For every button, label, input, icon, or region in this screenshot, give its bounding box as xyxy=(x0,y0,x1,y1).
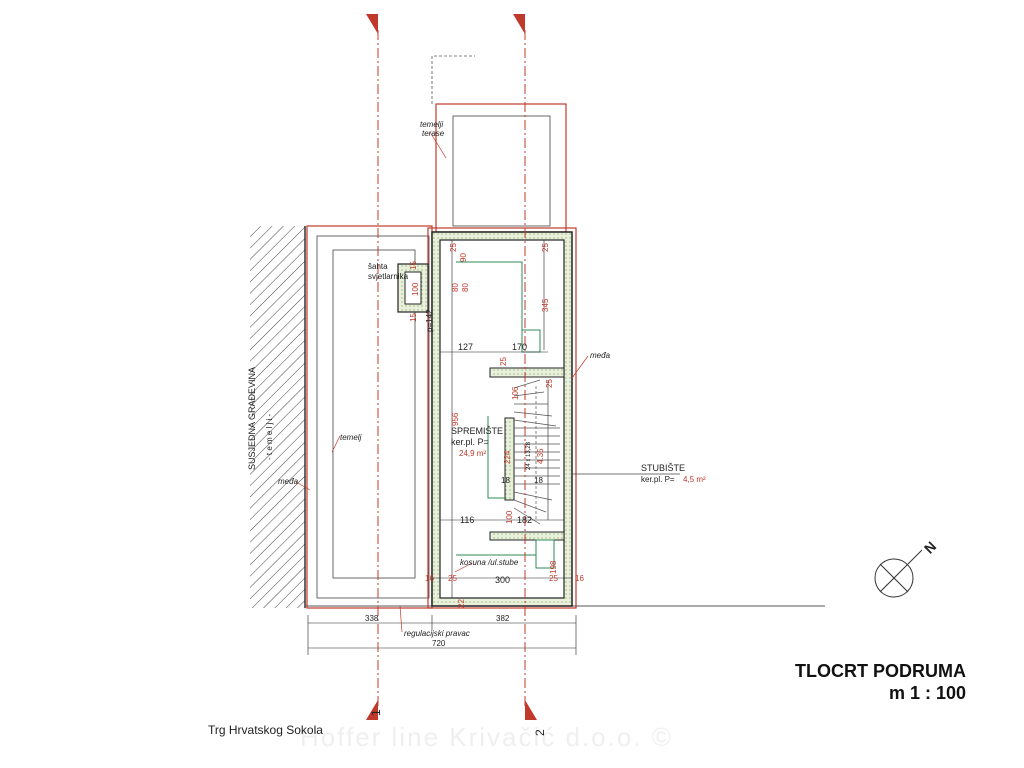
section-arrow-1-top xyxy=(366,14,378,34)
dim-956: 956 xyxy=(451,412,460,426)
dim-127: 127 xyxy=(458,342,473,352)
dim-25a: 25 xyxy=(449,243,458,252)
terrace-outline xyxy=(435,103,567,233)
dim-435: 4.35 xyxy=(536,448,545,464)
dim-80a: 80 xyxy=(451,283,460,292)
drawing-title: TLOCRT PODRUMA m 1 : 100 xyxy=(795,660,966,704)
label-regulacijski: regulacijski pravac xyxy=(404,629,470,638)
dim-25e: 25 xyxy=(448,574,457,583)
dim-15a: 15 xyxy=(409,261,418,270)
label-meda-right: međa xyxy=(590,351,611,360)
dim-25b: 25 xyxy=(541,243,550,252)
section-arrow-1-bottom xyxy=(366,700,378,720)
dim-18b: 18 xyxy=(534,476,543,485)
dim-300: 300 xyxy=(495,575,510,585)
dim-18a: 18 xyxy=(501,476,510,485)
dim-106: 106 xyxy=(511,386,520,400)
dim-116: 116 xyxy=(460,515,474,525)
label-p142: p=142 xyxy=(425,309,434,332)
neighbour-hatch xyxy=(250,226,305,608)
room-area-spremiste: 24,9 m² xyxy=(459,449,486,458)
dim-345: 345 xyxy=(541,298,550,312)
watermark: Hoffer line Krivačić d.o.o. © xyxy=(300,722,673,752)
label-sahta-1: šahta xyxy=(368,262,388,271)
dim-100b: 100 xyxy=(505,510,514,524)
section-number-1: 1 xyxy=(369,709,383,716)
label-temelj: temelj xyxy=(340,433,362,442)
label-sahta-2: svjetlarnika xyxy=(368,272,409,281)
label-temelji-vertical: - t e m e l j i - xyxy=(265,413,274,460)
dim-720: 720 xyxy=(432,639,446,648)
section-number-2: 2 xyxy=(533,729,547,736)
drawing-title-scale: m 1 : 100 xyxy=(888,683,966,703)
dim-182: 182 xyxy=(517,515,532,525)
label-neighbour: SUSJEDNA GRAĐEVINA xyxy=(247,367,257,470)
dim-90: 90 xyxy=(459,253,468,262)
label-temelji-1: temelji xyxy=(420,120,443,129)
dim-stairs: 24 x 13,28 xyxy=(526,441,532,470)
dim-16a: 16 xyxy=(425,574,434,583)
section-arrow-2-top xyxy=(513,14,525,34)
street-label: Trg Hrvatskog Sokola xyxy=(208,723,323,737)
label-temelji-2: terase xyxy=(422,129,445,138)
label-kosuna: kosuna /ul.stube xyxy=(460,558,519,567)
drawing-title-line1: TLOCRT PODRUMA xyxy=(795,661,966,681)
room-area-stubiste: 4,5 m² xyxy=(683,475,706,484)
dim-25f: 25 xyxy=(549,574,558,583)
dim-22: 22 xyxy=(457,599,466,608)
dim-224: 224 xyxy=(503,450,512,464)
room-ker-stubiste: ker.pl. P= xyxy=(641,475,675,484)
label-meda-left: međa xyxy=(278,477,299,486)
dim-382: 382 xyxy=(496,614,510,623)
room-name-stubiste: STUBIŠTE xyxy=(641,463,685,473)
north-label: N xyxy=(921,538,939,556)
dim-16b: 16 xyxy=(575,574,584,583)
dim-80b: 80 xyxy=(461,283,470,292)
dim-338: 338 xyxy=(365,614,379,623)
north-arrow-icon: N xyxy=(874,538,939,598)
room-ker-spremiste: ker.pl. P= xyxy=(451,437,489,447)
dim-170: 170 xyxy=(512,342,527,352)
dim-100a: 100 xyxy=(411,282,420,296)
dim-198: 198 xyxy=(549,560,558,574)
section-arrow-2-bottom xyxy=(525,700,537,720)
room-name-spremiste: SPREMIŠTE xyxy=(451,426,503,436)
building-outline xyxy=(427,227,577,609)
dim-15b: 15 xyxy=(409,313,418,322)
stair-treads xyxy=(513,379,560,525)
section-lines xyxy=(377,30,526,708)
dim-25c: 25 xyxy=(499,357,508,366)
dim-25d: 25 xyxy=(545,379,554,388)
